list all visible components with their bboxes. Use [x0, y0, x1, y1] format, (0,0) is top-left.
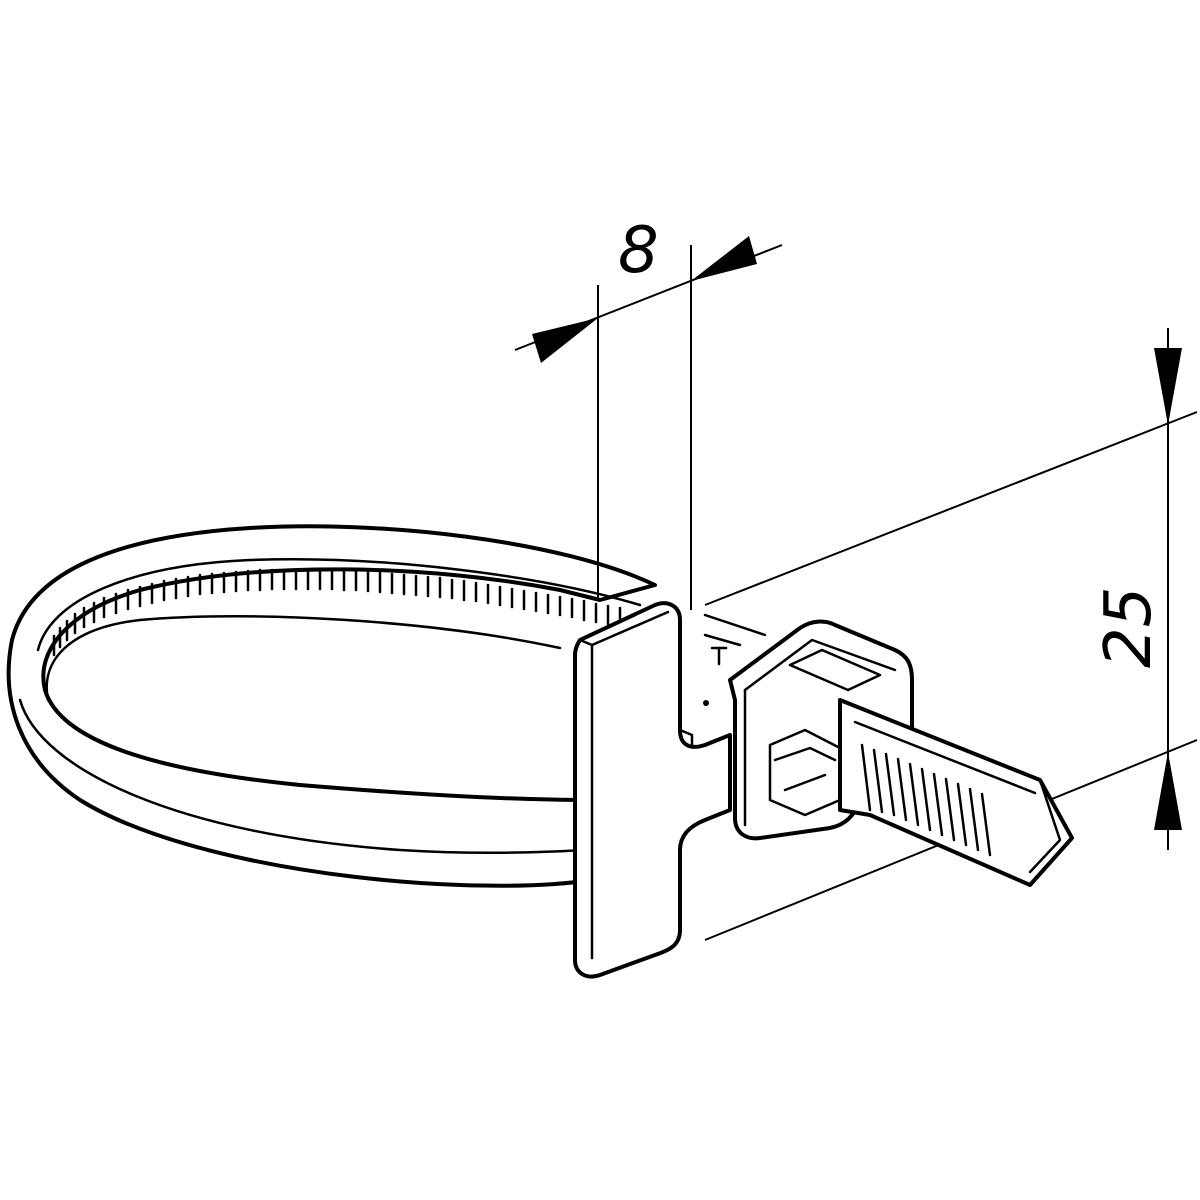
bullet-dot	[703, 700, 709, 706]
tie-band-loop	[6, 524, 657, 888]
width-dimension: 8	[514, 214, 783, 610]
height-arrow-top	[1154, 348, 1182, 425]
height-dimension: 25	[1092, 328, 1182, 850]
width-arrow-right	[691, 236, 757, 281]
height-arrow-bottom	[1154, 752, 1182, 830]
band-entry	[703, 613, 767, 706]
tie-tail	[838, 698, 1074, 887]
height-label: 25	[1092, 587, 1166, 668]
mount-base	[573, 601, 732, 979]
width-label: 8	[618, 214, 659, 288]
width-arrow-left	[532, 318, 598, 363]
